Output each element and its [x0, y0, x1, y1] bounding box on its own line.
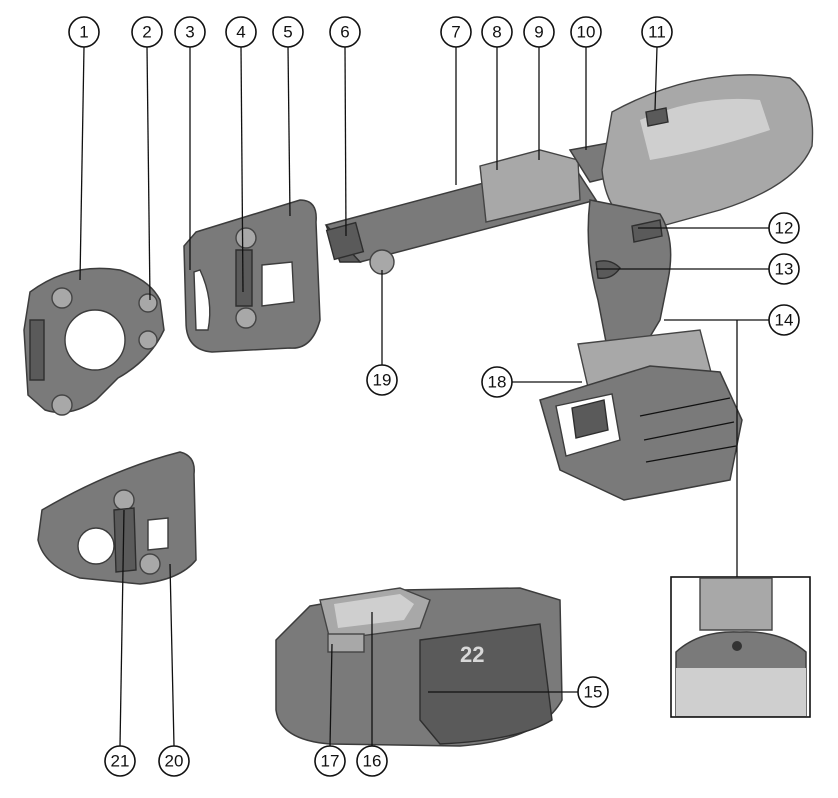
callout-15-label: 15: [584, 683, 603, 702]
callout-13: 13: [768, 253, 800, 285]
press-tool-body: [324, 74, 814, 501]
callout-7: 7: [440, 16, 472, 48]
callout-12: 12: [768, 212, 800, 244]
callout-5: 5: [272, 16, 304, 48]
callout-10-label: 10: [577, 23, 596, 42]
leader-lines: [79, 46, 769, 747]
press-jaw-lower: [37, 451, 197, 585]
callout-20-label: 20: [165, 752, 184, 771]
callout-3: 3: [174, 16, 206, 48]
callout-11-label: 11: [648, 23, 666, 42]
callout-1-label: 1: [79, 23, 88, 42]
callout-18-label: 18: [488, 373, 507, 392]
callout-8: 8: [481, 16, 513, 48]
callout-2-label: 2: [142, 23, 151, 42]
callout-19: 19: [366, 364, 398, 396]
callout-16: 16: [356, 745, 388, 777]
callout-2: 2: [131, 16, 163, 48]
callout-14-label: 14: [775, 311, 794, 330]
callout-6-label: 6: [340, 23, 349, 42]
press-ring: [23, 267, 165, 416]
callout-21: 21: [104, 745, 136, 777]
callout-5-label: 5: [283, 23, 292, 42]
callout-10: 10: [570, 16, 602, 48]
callout-4-label: 4: [236, 23, 245, 42]
callout-17: 17: [314, 745, 346, 777]
callout-9-label: 9: [534, 23, 543, 42]
callout-17-label: 17: [321, 752, 340, 771]
callout-8-label: 8: [492, 23, 501, 42]
callout-16-label: 16: [363, 752, 382, 771]
callout-20: 20: [158, 745, 190, 777]
callout-18: 18: [481, 366, 513, 398]
callout-11: 11: [641, 16, 673, 48]
callout-15: 15: [577, 676, 609, 708]
battery-pack: 22: [275, 587, 563, 747]
callout-1: 1: [68, 16, 100, 48]
callout-9: 9: [523, 16, 555, 48]
press-jaw-upper: [183, 199, 321, 353]
callout-3-label: 3: [185, 23, 194, 42]
callout-21-label: 21: [111, 752, 130, 771]
callout-14: 14: [768, 304, 800, 336]
battery-capacity-marking: 22: [460, 642, 484, 667]
callout-13-label: 13: [775, 260, 794, 279]
callout-7-label: 7: [451, 23, 460, 42]
callout-12-label: 12: [775, 219, 794, 238]
callout-19-label: 19: [373, 371, 392, 390]
callout-4: 4: [225, 16, 257, 48]
detail-inset: [670, 576, 811, 718]
callout-6: 6: [329, 16, 361, 48]
